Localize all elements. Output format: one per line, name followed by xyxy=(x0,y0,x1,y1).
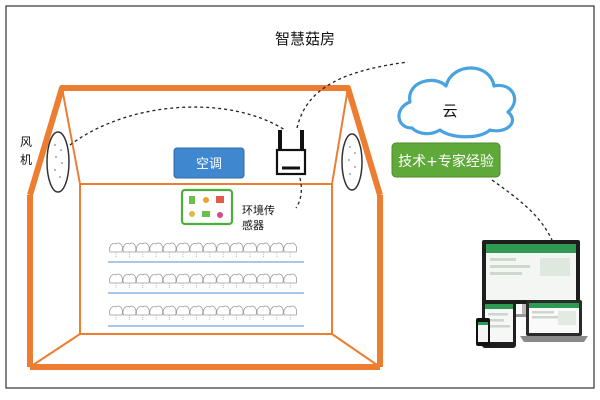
ac-label: 空调 xyxy=(196,157,222,172)
cloud-to-devices-link xyxy=(491,179,553,241)
mushroom-icon xyxy=(176,242,190,253)
mushroom-icon xyxy=(135,242,150,253)
expertise-label: 技术+专家经验 xyxy=(398,153,494,170)
expertise-box: 技术+专家经验 xyxy=(391,142,501,178)
mushroom-icon xyxy=(256,273,271,284)
mushroom-icon xyxy=(269,273,284,284)
left-fan xyxy=(46,131,70,193)
gateway-router-icon xyxy=(275,130,307,176)
environment-sensor xyxy=(180,188,234,226)
outer-frame xyxy=(5,5,595,389)
mushroom-icon xyxy=(283,242,298,253)
mushroom-icon xyxy=(162,305,177,316)
mushroom-icon xyxy=(189,242,204,253)
mushroom-icon xyxy=(149,273,164,284)
mushroom-icon xyxy=(109,273,123,284)
dashed-connections xyxy=(69,61,553,241)
mushroom-icon xyxy=(283,305,298,316)
mushroom-icon xyxy=(135,273,150,284)
mushroom-icon xyxy=(202,242,217,253)
mushroom-icon xyxy=(189,305,204,316)
perspective-line-br xyxy=(331,333,381,368)
mushroom-icon xyxy=(176,273,190,284)
mushroom-icon xyxy=(149,242,164,253)
air-conditioner: 空调 xyxy=(173,147,245,179)
mushroom-icon xyxy=(256,305,271,316)
mushroom-icon xyxy=(202,305,217,316)
mushroom-icon xyxy=(149,305,164,316)
mushroom-icon xyxy=(269,242,284,253)
mushroom-icon xyxy=(176,305,190,316)
right-fan xyxy=(341,133,363,191)
perspective-line-tl xyxy=(61,87,81,185)
mushroom-icon xyxy=(109,242,123,253)
fan-label-line2: 机 xyxy=(20,153,32,167)
mushroom-icon xyxy=(135,305,150,316)
mushroom-icon xyxy=(122,273,137,284)
fan-label-line1: 风 xyxy=(20,135,32,149)
mushroom-shelves xyxy=(108,242,304,327)
mushroom-icon xyxy=(189,273,204,284)
inner-room xyxy=(79,183,333,335)
gateway-to-sensor-link xyxy=(295,177,302,209)
mushroom-icon xyxy=(256,242,271,253)
perspective-line-bl xyxy=(29,333,81,368)
mushroom-icon xyxy=(162,273,177,284)
sensor-icons xyxy=(189,196,224,218)
cloud-label: 云 xyxy=(442,102,457,120)
mushroom-icon xyxy=(216,273,231,284)
mushroom-icon xyxy=(122,305,137,316)
client-devices-icon xyxy=(476,240,588,348)
mushroom-icon xyxy=(202,273,217,284)
mushroom-icon xyxy=(109,305,123,316)
mushroom-icon xyxy=(243,305,257,316)
mushroom-icon xyxy=(229,242,244,253)
mushroom-icon xyxy=(243,242,257,253)
mushroom-house xyxy=(27,85,383,370)
fan-to-gateway-link xyxy=(69,106,286,146)
perspective-line-tr xyxy=(331,87,349,185)
mushroom-icon xyxy=(229,273,244,284)
sensor-label-line2: 感器 xyxy=(242,219,264,232)
diagram-title: 智慧菇房 xyxy=(275,30,335,48)
mushroom-icon xyxy=(162,242,177,253)
mushroom-icon xyxy=(229,305,244,316)
cloud-icon: 云 xyxy=(397,66,517,139)
mushroom-icon xyxy=(216,242,231,253)
mushroom-icon xyxy=(216,305,231,316)
house-roof xyxy=(27,85,383,196)
sensor-label-line1: 环境传 xyxy=(242,203,275,217)
sensor-box xyxy=(180,188,234,226)
mushroom-icon xyxy=(122,242,137,253)
mushroom-icon xyxy=(283,273,298,284)
mushroom-icon xyxy=(269,305,284,316)
mushroom-icon xyxy=(243,273,257,284)
